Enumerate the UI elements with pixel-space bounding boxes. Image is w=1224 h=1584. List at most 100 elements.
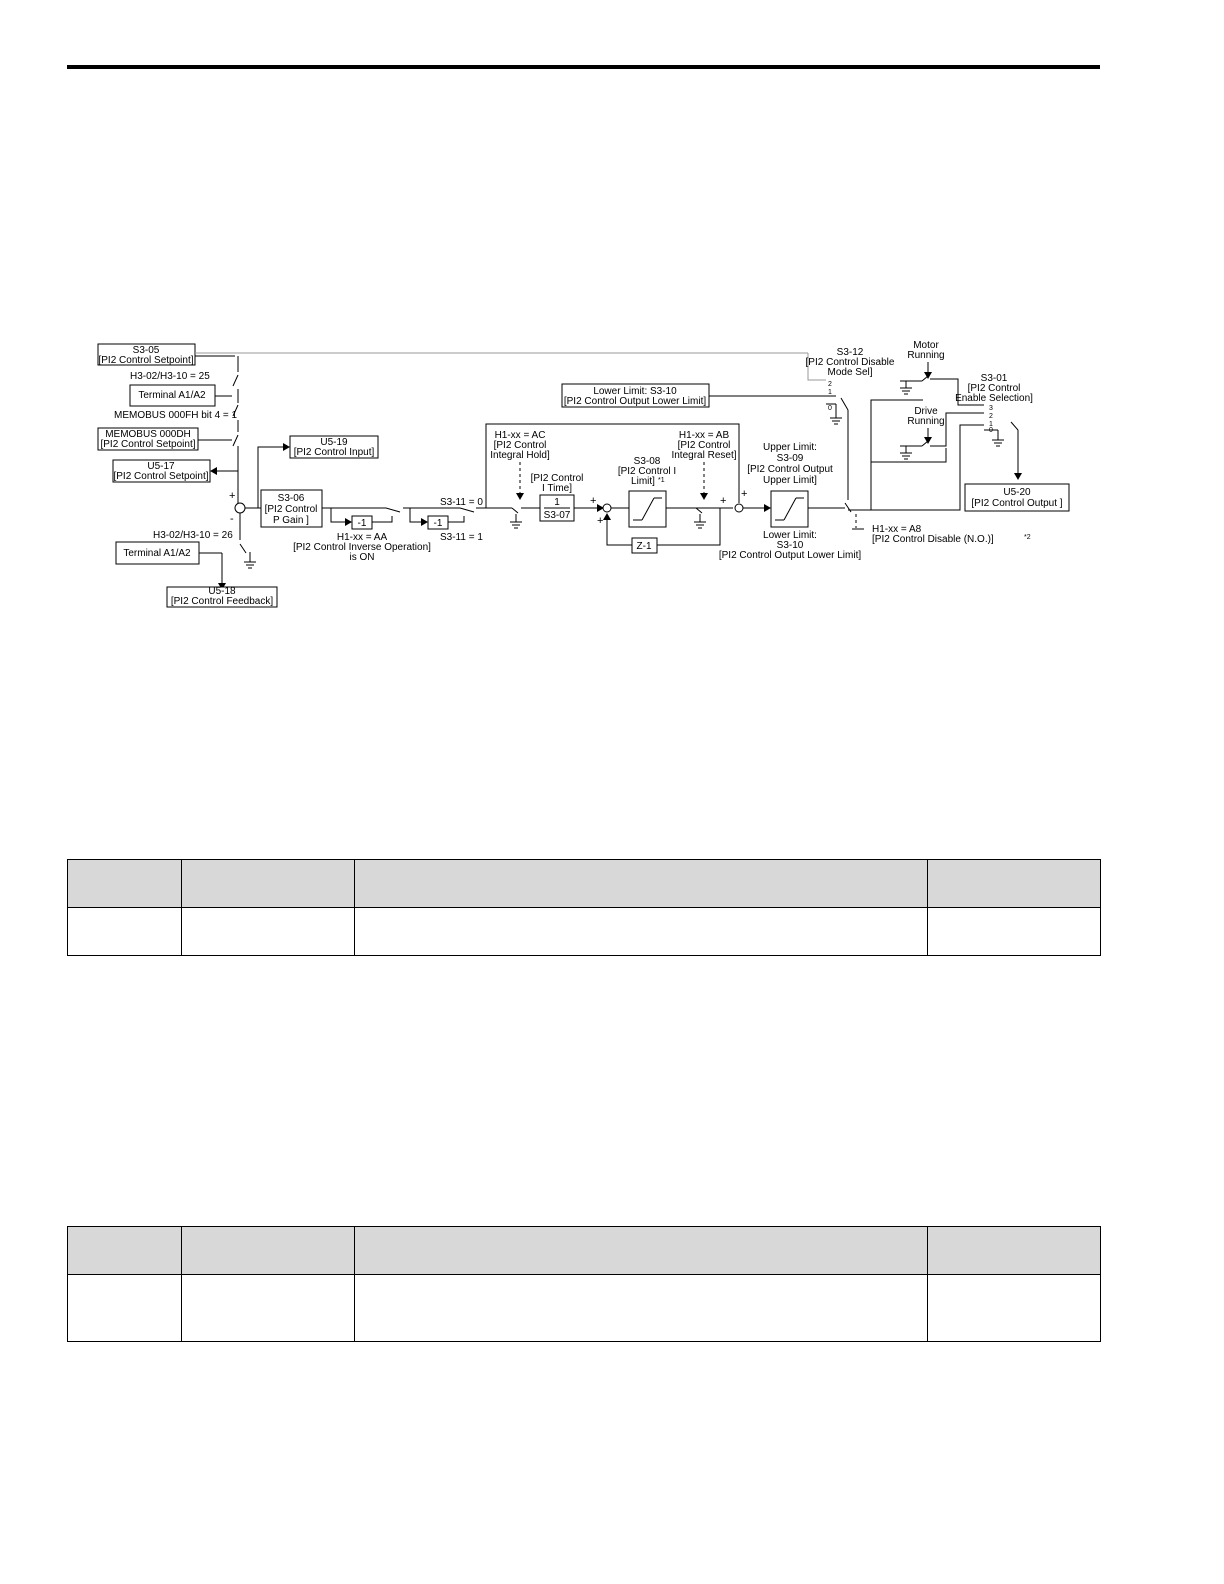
s3-12-line3: Mode Sel] bbox=[827, 367, 872, 378]
sign-plus-2: + bbox=[590, 495, 596, 507]
table-header-cell bbox=[67, 1226, 182, 1275]
s3-05-name: [PI2 Control Setpoint] bbox=[98, 355, 193, 366]
integral-hold-line3: Integral Hold] bbox=[490, 450, 550, 461]
s3-08-line2: [PI2 Control I bbox=[618, 466, 676, 477]
s3-01-pos-1: 1 bbox=[989, 421, 993, 428]
s3-08-line3: Limit] bbox=[631, 476, 655, 487]
s3-11-equals-1: S3-11 = 1 bbox=[440, 532, 483, 543]
integral-hold-line1: H1-xx = AC bbox=[495, 430, 546, 441]
motor-running-line1: Motor bbox=[913, 340, 939, 351]
i-time-numerator: 1 bbox=[554, 497, 560, 508]
s3-05-code: S3-05 bbox=[133, 345, 160, 356]
h3-select-25: H3-02/H3-10 = 25 bbox=[130, 371, 210, 382]
i-time-denominator: S3-07 bbox=[544, 510, 571, 521]
i-time-line1: [PI2 Control bbox=[531, 473, 584, 484]
s3-12-pos-2: 2 bbox=[828, 381, 832, 388]
i-time-line2: I Time] bbox=[542, 483, 572, 494]
summing-junction-2 bbox=[602, 503, 612, 513]
table-row bbox=[67, 1274, 1101, 1342]
upper-limit-line2: S3-09 bbox=[777, 453, 804, 464]
invert-block-2-label: -1 bbox=[434, 518, 443, 529]
table-cell bbox=[354, 907, 928, 956]
memobus-000dh-box bbox=[97, 427, 199, 451]
z1-label: Z-1 bbox=[637, 541, 652, 552]
u5-17-code: U5-17 bbox=[147, 461, 175, 472]
table-header-cell bbox=[67, 859, 182, 908]
s3-12-line1: S3-12 bbox=[837, 347, 864, 358]
u5-19-name: [PI2 Control Input] bbox=[294, 447, 375, 458]
terminal-a1a2-top: Terminal A1/A2 bbox=[138, 390, 206, 401]
s3-06-line3: P Gain ] bbox=[273, 515, 309, 526]
table-cell bbox=[67, 907, 182, 956]
s3-12-line2: [PI2 Control Disable bbox=[806, 357, 895, 368]
table-row bbox=[67, 907, 1101, 956]
lower-limit-box-line2: [PI2 Control Output Lower Limit] bbox=[564, 396, 707, 407]
s3-12-pos-1: 1 bbox=[828, 389, 832, 396]
disable-input-note: *2 bbox=[1024, 534, 1031, 541]
table-cell bbox=[354, 1274, 928, 1342]
s3-01-pos-2: 2 bbox=[989, 413, 993, 420]
lower-limit-line2: S3-10 bbox=[777, 540, 804, 551]
s3-01-line2: [PI2 Control bbox=[968, 383, 1021, 394]
u5-19-code: U5-19 bbox=[320, 437, 348, 448]
inverse-op-line3: is ON bbox=[350, 552, 375, 563]
lower-limit-line3: [PI2 Control Output Lower Limit] bbox=[719, 550, 862, 561]
u5-18-code: U5-18 bbox=[208, 586, 236, 597]
u5-20-name: [PI2 Control Output ] bbox=[971, 498, 1062, 509]
u5-17-name: [PI2 Control Setpoint] bbox=[113, 471, 208, 482]
s3-01-line3: Enable Selection] bbox=[955, 393, 1033, 404]
inverse-op-line2: [PI2 Control Inverse Operation] bbox=[293, 542, 431, 553]
upper-limit-line4: Upper Limit] bbox=[763, 475, 817, 486]
h3-select-26: H3-02/H3-10 = 26 bbox=[153, 530, 233, 541]
table-header-row bbox=[67, 859, 1101, 908]
table-header-cell bbox=[927, 859, 1101, 908]
upper-limit-line3: [PI2 Control Output bbox=[747, 464, 833, 475]
integral-reset-line3: Integral Reset] bbox=[671, 450, 736, 461]
disable-input-line1: H1-xx = A8 bbox=[872, 524, 922, 535]
u5-20-code: U5-20 bbox=[1003, 487, 1031, 498]
integral-reset-line1: H1-xx = AB bbox=[679, 430, 730, 441]
table-cell bbox=[927, 1274, 1101, 1342]
sign-plus-4: + bbox=[720, 495, 726, 507]
summing-junction-3 bbox=[734, 503, 744, 513]
memobus-000dh-code: MEMOBUS 000DH bbox=[105, 429, 191, 440]
s3-05-box bbox=[97, 343, 196, 366]
sign-minus-1: - bbox=[230, 513, 234, 525]
u5-18-box bbox=[166, 586, 278, 608]
inverse-op-line1: H1-xx = AA bbox=[337, 532, 388, 543]
memobus-bit: MEMOBUS 000FH bit 4 = 1 bbox=[114, 410, 238, 421]
u5-20-box bbox=[964, 483, 1070, 512]
table-header-cell bbox=[181, 1226, 355, 1275]
drive-running-line2: Running bbox=[907, 416, 944, 427]
table-header-cell bbox=[927, 1226, 1101, 1275]
s3-11-equals-0: S3-11 = 0 bbox=[440, 497, 483, 508]
memobus-000dh-name: [PI2 Control Setpoint] bbox=[100, 439, 195, 450]
motor-running-line2: Running bbox=[907, 350, 944, 361]
invert-block-1-label: -1 bbox=[358, 518, 367, 529]
integral-reset-line2: [PI2 Control bbox=[678, 440, 731, 451]
s3-12-pos-0: 0 bbox=[828, 405, 832, 412]
table-cell bbox=[181, 1274, 355, 1342]
sign-plus-5: + bbox=[741, 488, 747, 500]
table-cell bbox=[181, 907, 355, 956]
table-header-cell bbox=[354, 1226, 928, 1275]
table-header-cell bbox=[354, 859, 928, 908]
s3-06-line1: S3-06 bbox=[278, 493, 305, 504]
table-cell bbox=[927, 907, 1101, 956]
sign-plus-1: + bbox=[229, 490, 235, 502]
drive-running-line1: Drive bbox=[914, 406, 938, 417]
parameter-table-2 bbox=[67, 1226, 1101, 1342]
s3-01-line1: S3-01 bbox=[981, 373, 1008, 384]
u5-18-name: [PI2 Control Feedback] bbox=[171, 596, 273, 607]
s3-06-line2: [PI2 Control bbox=[265, 504, 318, 515]
s3-01-pos-3: 3 bbox=[989, 405, 993, 412]
lower-limit-line1: Lower Limit: bbox=[763, 530, 817, 541]
s3-08-line1: S3-08 bbox=[634, 456, 661, 467]
pi2-control-block-diagram: S3-05 [PI2 Control Setpoint] H3-02/H3-10… bbox=[97, 340, 1070, 608]
terminal-a1a2-bottom: Terminal A1/A2 bbox=[123, 548, 191, 559]
sign-plus-3: + bbox=[597, 515, 603, 527]
top-rule bbox=[67, 65, 1100, 69]
summing-junction-1 bbox=[234, 502, 246, 514]
s3-06-p-gain-box bbox=[260, 489, 323, 528]
integral-hold-line2: [PI2 Control bbox=[494, 440, 547, 451]
